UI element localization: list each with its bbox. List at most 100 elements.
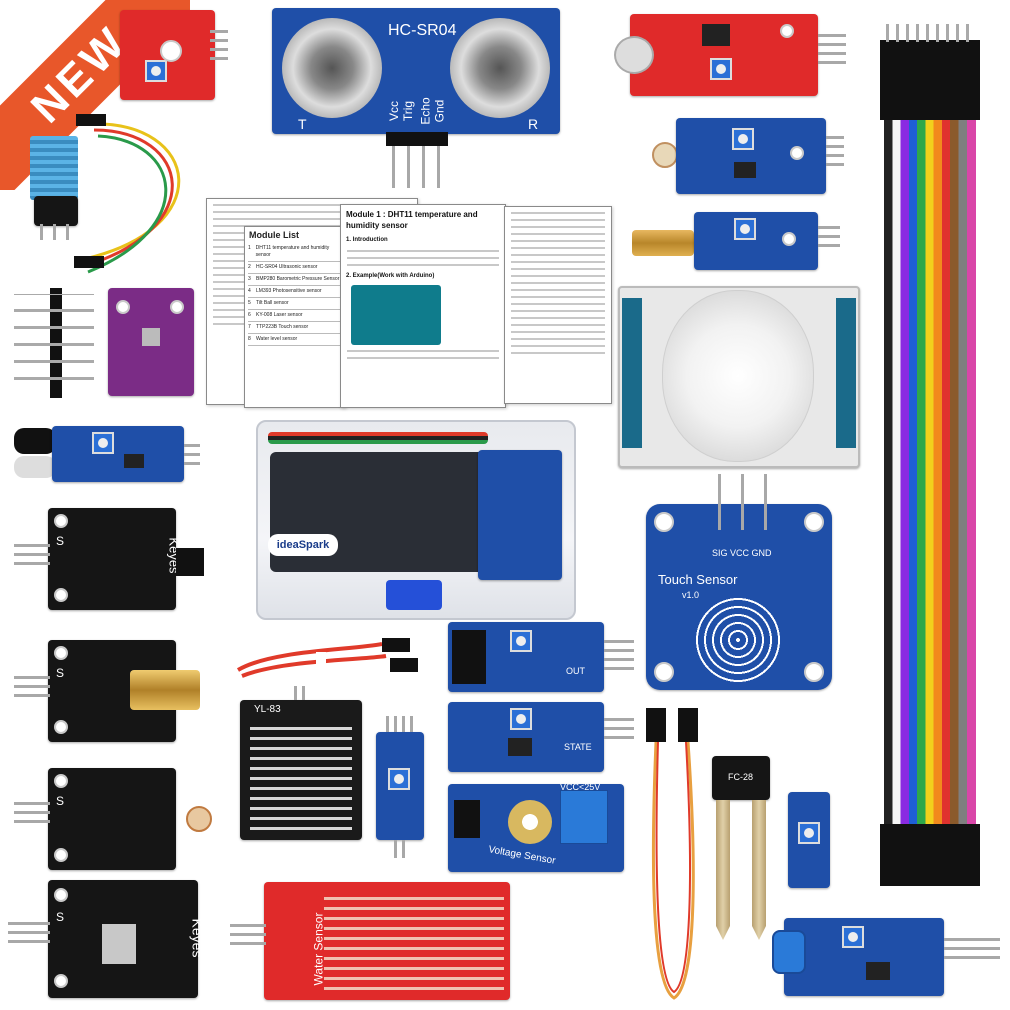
mount-hole bbox=[654, 662, 674, 682]
tracking-sensor-block bbox=[452, 630, 486, 684]
potentiometer-icon bbox=[388, 768, 410, 790]
manual-section-example: 2. Example(Work with Arduino) bbox=[346, 273, 435, 279]
label-s: S bbox=[56, 794, 65, 808]
ldr-module-pins bbox=[826, 136, 844, 166]
keyes-label-2: Keyes bbox=[189, 918, 206, 958]
code-listing-document bbox=[504, 206, 612, 404]
ir-tracking-pins bbox=[604, 640, 634, 670]
ldr-module-right bbox=[676, 118, 826, 194]
bmp280-pressure-module bbox=[108, 288, 194, 396]
ir-obstacle-module bbox=[52, 426, 184, 482]
pir-board-left bbox=[622, 298, 642, 448]
module-list-row-number: 1 bbox=[248, 245, 251, 251]
photoresistor-head bbox=[186, 806, 212, 832]
arduino-board-image bbox=[351, 285, 441, 345]
module-list-title: Module List bbox=[249, 230, 299, 240]
module-list-row-number: 7 bbox=[248, 324, 251, 330]
mount-hole bbox=[54, 974, 68, 988]
mount-hole bbox=[116, 300, 130, 314]
bmp280-chip bbox=[142, 328, 160, 346]
comparator-chip bbox=[866, 962, 890, 980]
jumper-pins-top bbox=[886, 24, 976, 42]
potentiometer-icon bbox=[842, 926, 864, 948]
module-list-row-number: 2 bbox=[248, 264, 251, 270]
box-latch bbox=[386, 580, 442, 610]
mount-hole bbox=[54, 588, 68, 602]
vibration-sensor-cylinder bbox=[772, 930, 806, 974]
jumper-header-bottom bbox=[880, 824, 980, 886]
label-s: S bbox=[56, 534, 65, 548]
hc-sr04-header bbox=[386, 132, 448, 146]
tilt-sensor-module bbox=[694, 212, 818, 270]
soil-moisture-probe-head: FC-28 bbox=[712, 756, 770, 800]
mount-hole bbox=[54, 848, 68, 862]
label-t: T bbox=[298, 116, 307, 132]
transducer-right bbox=[450, 18, 550, 118]
water-level-sensor: Water Sensor bbox=[264, 882, 510, 1000]
mount-hole bbox=[160, 40, 182, 62]
keyes-tilt-pins bbox=[8, 922, 50, 943]
touch-pins-label: SIG VCC GND bbox=[712, 548, 772, 558]
soil-control-board bbox=[788, 792, 830, 888]
potentiometer-icon bbox=[92, 432, 114, 454]
rain-sensor-pins bbox=[294, 686, 305, 700]
out-label: OUT bbox=[566, 666, 585, 676]
mount-hole bbox=[790, 146, 804, 160]
touch-pad bbox=[692, 594, 784, 686]
mount-hole bbox=[54, 720, 68, 734]
dht11-manual-document: Module 1 : DHT11 temperature and humidit… bbox=[340, 204, 506, 408]
sound-sensor-pins bbox=[818, 34, 846, 64]
module-list-row-name: BMP280 Barometric Pressure Sensor bbox=[256, 276, 340, 282]
mount-hole bbox=[54, 646, 68, 660]
label-r: R bbox=[528, 116, 539, 132]
rain-sensor-plate: YL-83 bbox=[240, 700, 362, 840]
box-content-modules bbox=[478, 450, 562, 580]
voltage-sensor-label: Voltage Sensor bbox=[487, 844, 557, 867]
mount-hole bbox=[54, 514, 68, 528]
state-label: STATE bbox=[564, 742, 592, 752]
photoresistor-pins bbox=[14, 802, 50, 823]
ir-led-pair bbox=[14, 428, 56, 454]
rain-control-pins-top bbox=[386, 716, 413, 732]
fc28-label: FC-28 bbox=[728, 772, 754, 782]
dht11-pins bbox=[40, 224, 69, 240]
keyes-hall-pins bbox=[14, 544, 50, 565]
touch-sensor-label: Touch Sensor bbox=[658, 572, 738, 587]
voltage-sensor-module: Voltage Sensor VCC<25V bbox=[448, 782, 624, 872]
module-list-row-number: 4 bbox=[248, 288, 251, 294]
hc-sr04-label: HC-SR04 bbox=[388, 22, 457, 39]
water-sensor-label: Water Sensor bbox=[311, 912, 326, 986]
comparator-chip bbox=[508, 738, 532, 756]
rain-control-pins-bottom bbox=[394, 840, 405, 858]
mount-hole bbox=[804, 662, 824, 682]
mount-hole bbox=[54, 888, 68, 902]
ir-tracking-module: OUT bbox=[448, 622, 604, 692]
touch-sensor-pins bbox=[718, 474, 767, 530]
label-trig: Trig bbox=[401, 100, 416, 122]
module-list-row: 5 Tilt Ball sensor bbox=[248, 298, 342, 310]
module-list-row-name: Water level sensor bbox=[256, 336, 298, 342]
potentiometer-icon bbox=[798, 822, 820, 844]
jumper-header-top bbox=[880, 40, 980, 120]
sound-sensor-module bbox=[614, 14, 818, 96]
voltage-header bbox=[454, 800, 480, 838]
dht11-sensor bbox=[30, 136, 78, 200]
module-list-row-name: Tilt Ball sensor bbox=[256, 300, 289, 306]
potentiometer-icon bbox=[510, 708, 532, 730]
screw-terminal bbox=[560, 790, 608, 844]
water-sensor-pins bbox=[230, 924, 266, 945]
laser-head bbox=[130, 670, 200, 710]
tilt-switch-clear bbox=[102, 924, 136, 964]
dht11-board bbox=[34, 196, 78, 226]
pir-board-right bbox=[836, 298, 856, 448]
mount-hole bbox=[780, 24, 794, 38]
module-list-row-number: 5 bbox=[248, 300, 251, 306]
vibration-sensor-pins bbox=[944, 938, 1000, 959]
keyes-tilt-module: Keyes S bbox=[48, 880, 205, 998]
potentiometer-icon bbox=[732, 128, 754, 150]
module-list-row-name: LM393 Photosensitive sensor bbox=[256, 288, 322, 294]
